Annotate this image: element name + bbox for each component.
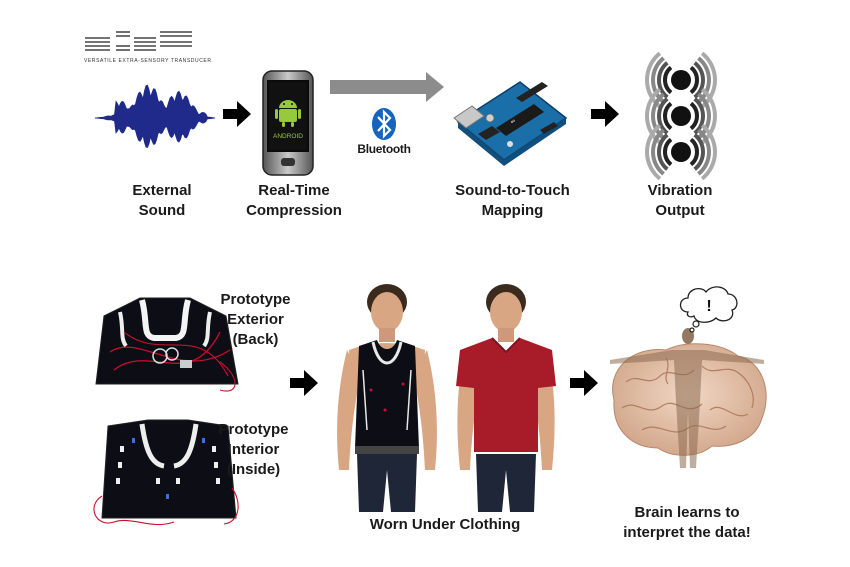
arduino-board: ∞ xyxy=(453,81,568,166)
brain-with-person xyxy=(610,328,767,468)
svg-text:∞: ∞ xyxy=(510,118,517,125)
prototype-interior-label: Prototype Interior (Inside) xyxy=(218,421,289,478)
logo-tagline: VERSATILE EXTRA-SENSORY TRANSDUCER xyxy=(84,58,212,64)
prototype-exterior-label: Prototype Exterior (Back) xyxy=(220,291,291,348)
worn-under-clothing-label: Worn Under Clothing xyxy=(369,516,521,533)
step-external-sound: External Sound xyxy=(132,182,192,219)
person-wearing-vest xyxy=(337,284,437,512)
bluetooth-icon xyxy=(372,108,396,140)
arrow-worn-to-brain xyxy=(570,370,598,396)
vibration-motors-icon xyxy=(645,51,717,181)
step-sound-to-touch: Sound-to-Touch Mapping xyxy=(455,182,570,219)
phone-brand-text: ANDROID xyxy=(273,133,303,140)
person-wearing-shirt xyxy=(456,284,556,512)
arrow-board-to-vibration xyxy=(591,101,619,127)
arrow-prototype-to-worn xyxy=(290,370,318,396)
brain-learns-label: Brain learns to interpret the data! xyxy=(623,504,751,541)
thought-exclamation: ! xyxy=(706,298,711,315)
thought-bubble: ! xyxy=(679,286,738,333)
android-phone: ANDROID xyxy=(262,70,314,176)
step-vibration-output: Vibration Output xyxy=(647,182,713,219)
vest-logo xyxy=(85,31,192,51)
prototype-interior-vest xyxy=(93,419,239,526)
prototype-exterior-vest xyxy=(95,297,239,392)
step-real-time-compression: Real-Time Compression xyxy=(246,182,342,219)
gray-arrow-bluetooth xyxy=(330,72,444,102)
sound-waveform xyxy=(94,84,216,148)
arrow-sound-to-phone xyxy=(223,101,251,127)
bluetooth-label: Bluetooth xyxy=(357,142,411,156)
